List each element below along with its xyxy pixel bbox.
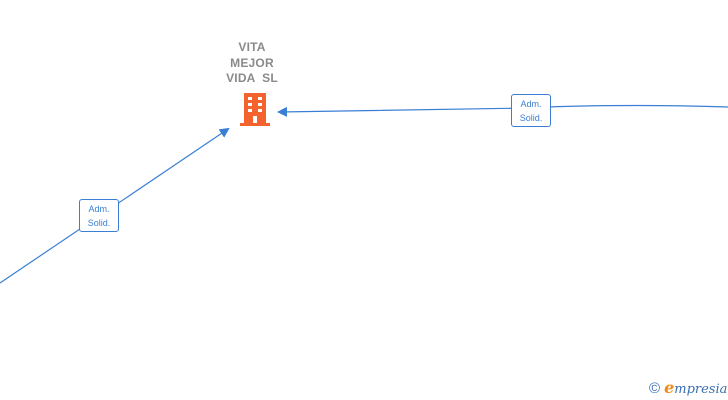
company-name-line-1: VITA: [238, 40, 266, 54]
brand-initial: e: [664, 378, 675, 397]
relation-label-right-line-2: Solid.: [519, 113, 543, 123]
relation-label-left-line-2: Solid.: [87, 218, 111, 228]
relation-label-right-line-1: Adm.: [520, 99, 542, 109]
company-name[interactable]: VITA MEJOR VIDA SL: [212, 40, 292, 87]
copyright-symbol: ©: [649, 380, 661, 397]
edge-right-to-company: [277, 104, 728, 117]
brand-rest: mpresia: [674, 382, 728, 397]
company-name-line-2: MEJOR: [230, 55, 274, 70]
relation-label-left[interactable]: Adm. Solid.: [79, 199, 119, 232]
empresia-watermark: ©empresia: [649, 378, 727, 400]
company-name-line-3: VIDA SL: [226, 71, 278, 85]
relation-label-right[interactable]: Adm. Solid.: [511, 94, 551, 127]
relation-label-left-line-1: Adm.: [88, 204, 110, 214]
building-icon[interactable]: [238, 91, 272, 127]
